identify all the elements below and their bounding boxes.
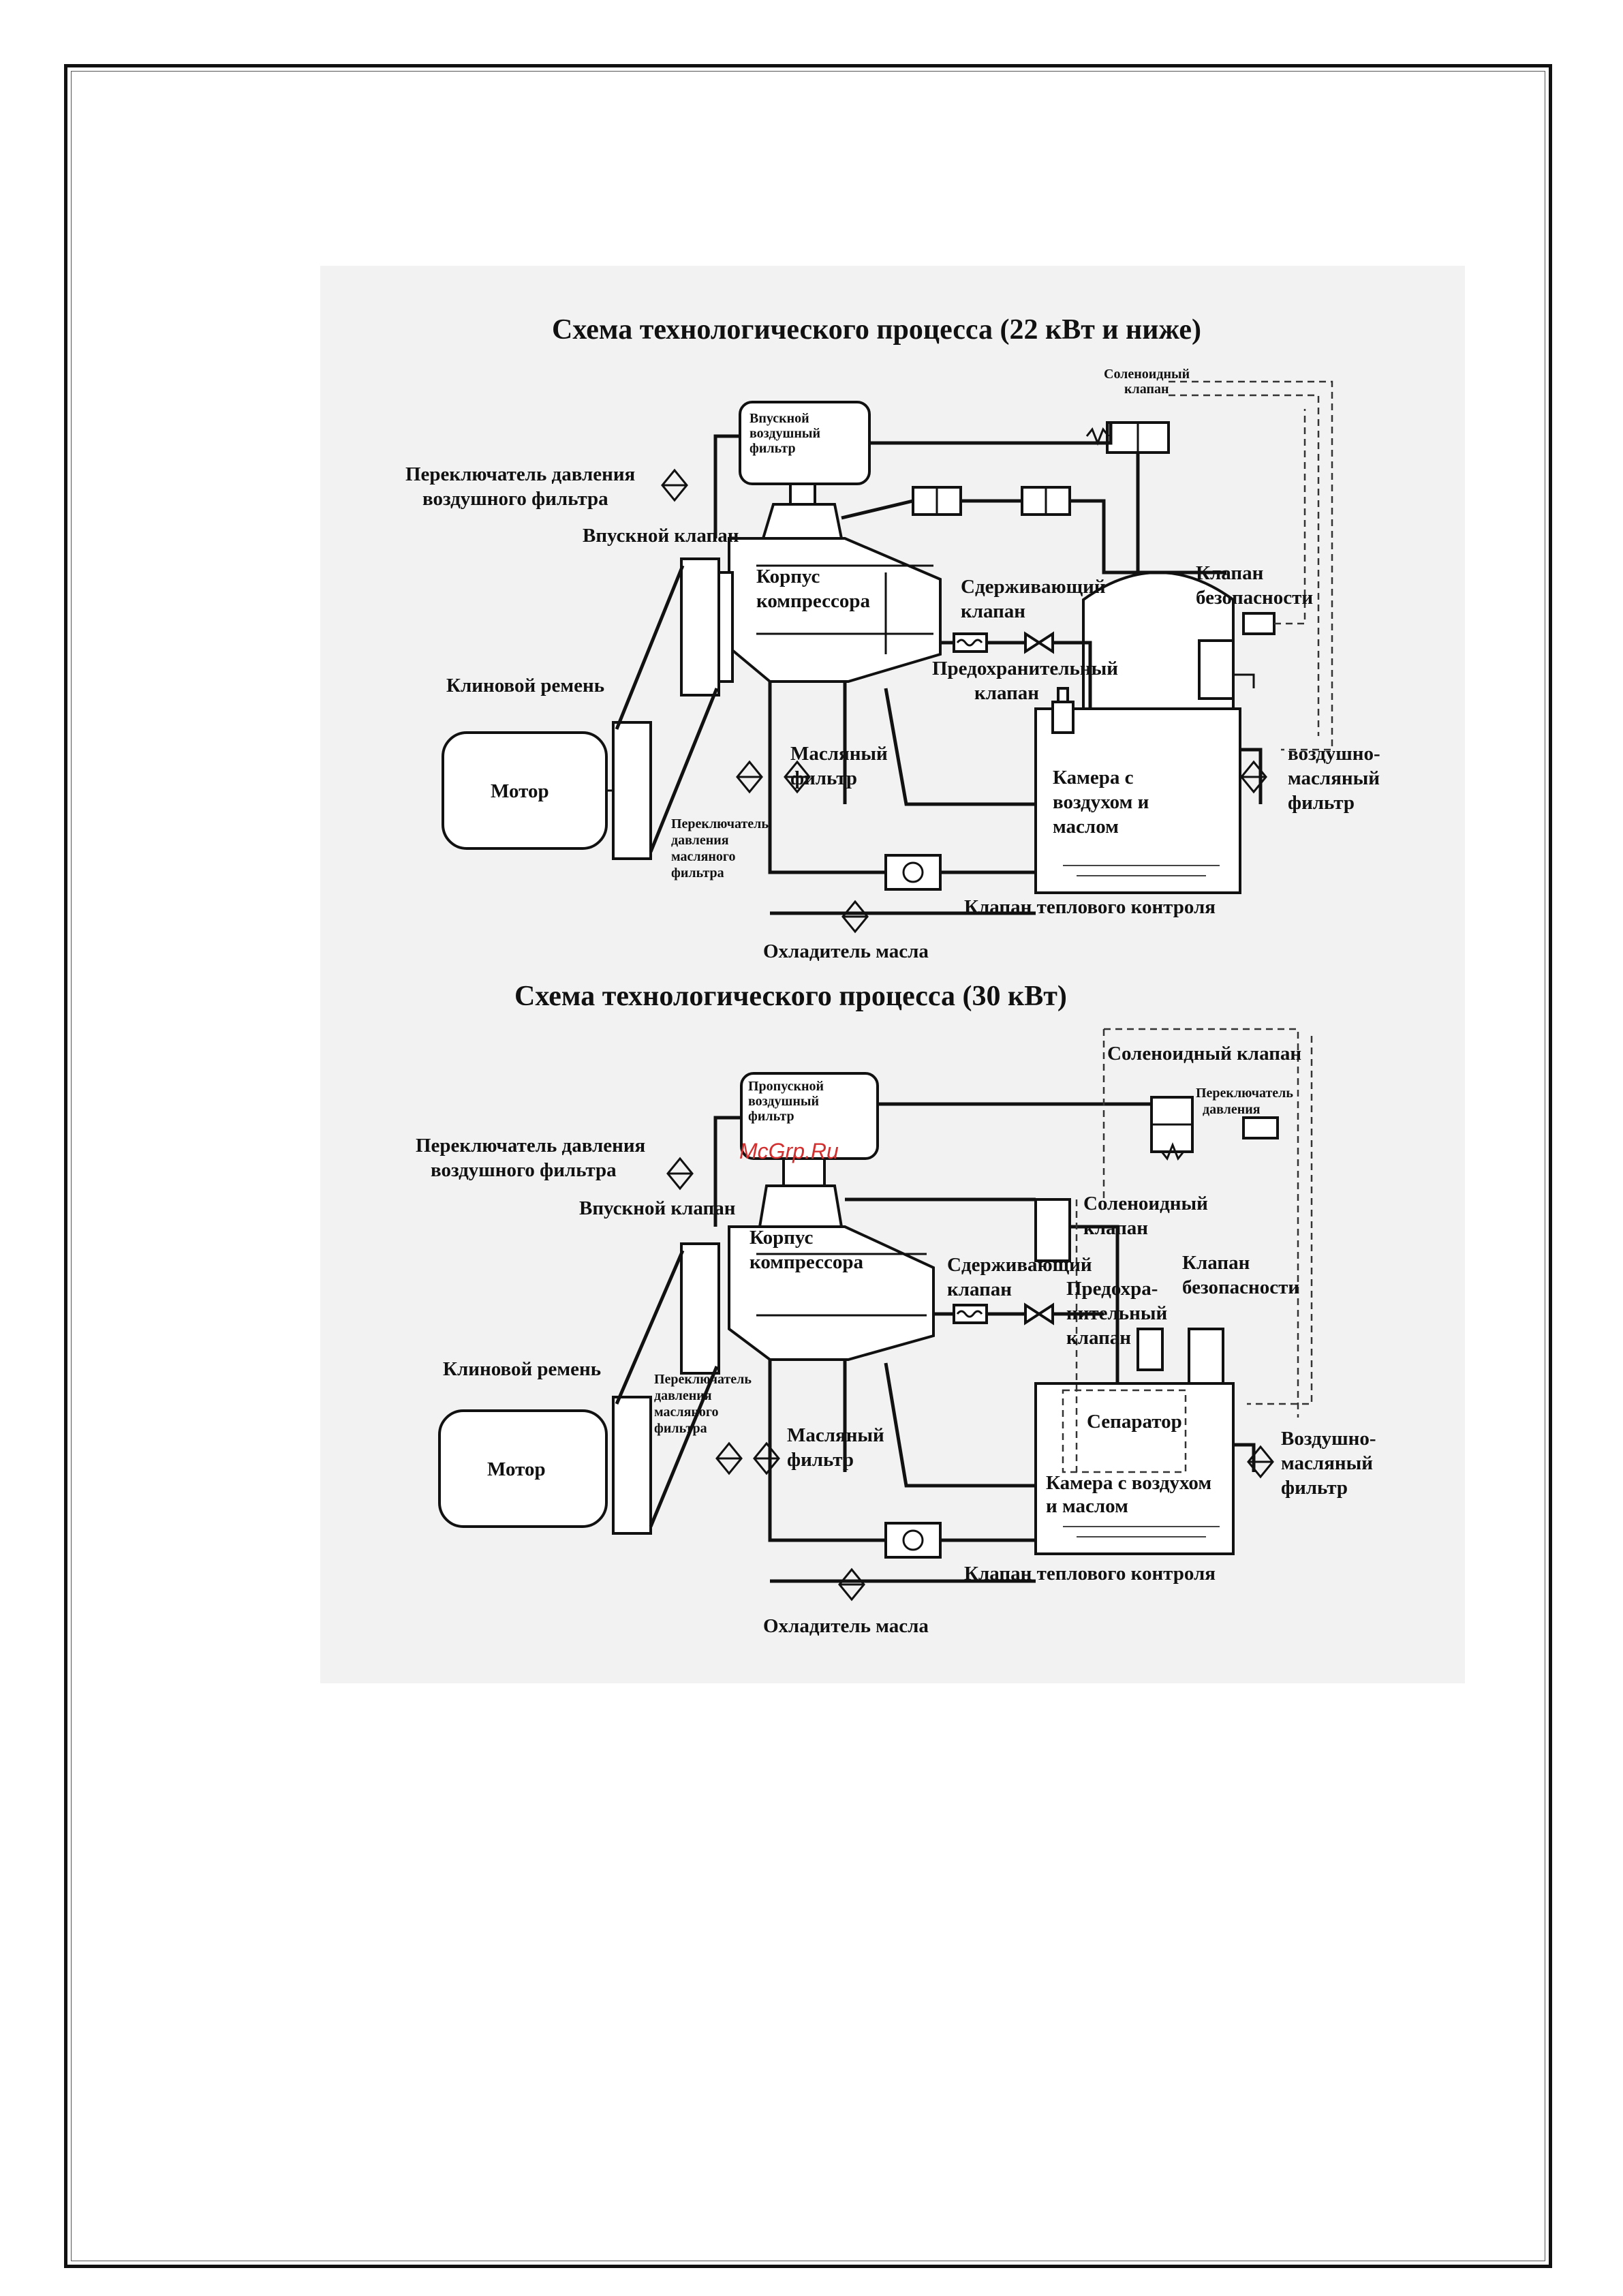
svg-text:Мотор: Мотор [487,1458,546,1480]
bottom-air-oil-chamber [1034,1382,1235,1555]
bottom-oil-filter-icon [753,1442,780,1475]
bottom-pressure-switch [1242,1116,1279,1139]
top-compressor-pulley [680,557,720,697]
top-safety-valve [1198,639,1235,700]
diagram-top: Схема технологического процесса (22 кВт … [405,314,1380,962]
svg-text:Мотор: Мотор [491,780,549,802]
bottom-oil-filter-switch [715,1442,743,1475]
top-v-belt-line [615,565,685,730]
top-title: Схема технологического процесса (22 кВт … [552,314,1201,346]
top-thermal-valve [884,854,942,891]
bottom-thermal-valve [884,1522,942,1559]
bottom-relief-valve [1137,1328,1164,1371]
top-intake-valve [761,503,844,540]
bottom-separator [1062,1389,1187,1473]
bottom-v-belt-line [615,1250,685,1405]
svg-text:Впускной клапан: Впускной клапан [583,525,739,547]
top-oil-cooler-icon [841,900,869,933]
bottom-compressor-body [728,1225,935,1361]
top-oil-filter-switch [736,761,763,793]
bottom-air-oil-filter-icon [1247,1445,1274,1478]
bottom-motor-pulley [612,1396,652,1535]
top-relief-valve [1024,631,1054,654]
svg-text:Впускной клапан: Впускной клапан [579,1197,735,1219]
page-border [64,64,1552,2268]
svg-text:Охладитель масла: Охладитель масла [763,1615,929,1637]
svg-text:Клапан теплового контроля: Клапан теплового контроля [964,896,1216,918]
svg-text:Клапан теплового контроля: Клапан теплового контроля [964,1563,1216,1585]
top-compressor-body [728,537,942,683]
svg-text:Клиновой ремень: Клиновой ремень [446,675,604,697]
diagram-bottom: Схема технологического процесса (30 кВт) [416,981,1376,1637]
bottom-safety-valve [1188,1328,1224,1385]
page-inner-border [71,71,1545,2261]
svg-text:Соленоидный клапан: Соленоидный клапан [1107,1043,1301,1065]
top-air-filter-switch-icon [661,469,688,502]
bottom-oil-cooler-icon [838,1568,865,1601]
top-air-oil-filter-icon [1240,761,1267,793]
bottom-title: Схема технологического процесса (30 кВт) [514,981,1067,1012]
bottom-air-filter-switch-icon [666,1157,694,1190]
top-motor-pulley [612,721,652,860]
watermark: McGrp.Ru [739,1139,839,1163]
bottom-motor [438,1409,608,1528]
bottom-solenoid-valve [1034,1198,1071,1262]
svg-text:Клиновой ремень: Клиновой ремень [443,1358,601,1380]
svg-text:Сепаратор: Сепаратор [1087,1411,1182,1433]
bottom-compressor-pulley [680,1242,720,1375]
svg-text:Охладитель масла: Охладитель масла [763,940,929,962]
bottom-intake-valve [758,1184,844,1228]
top-filter-neck [789,483,816,506]
